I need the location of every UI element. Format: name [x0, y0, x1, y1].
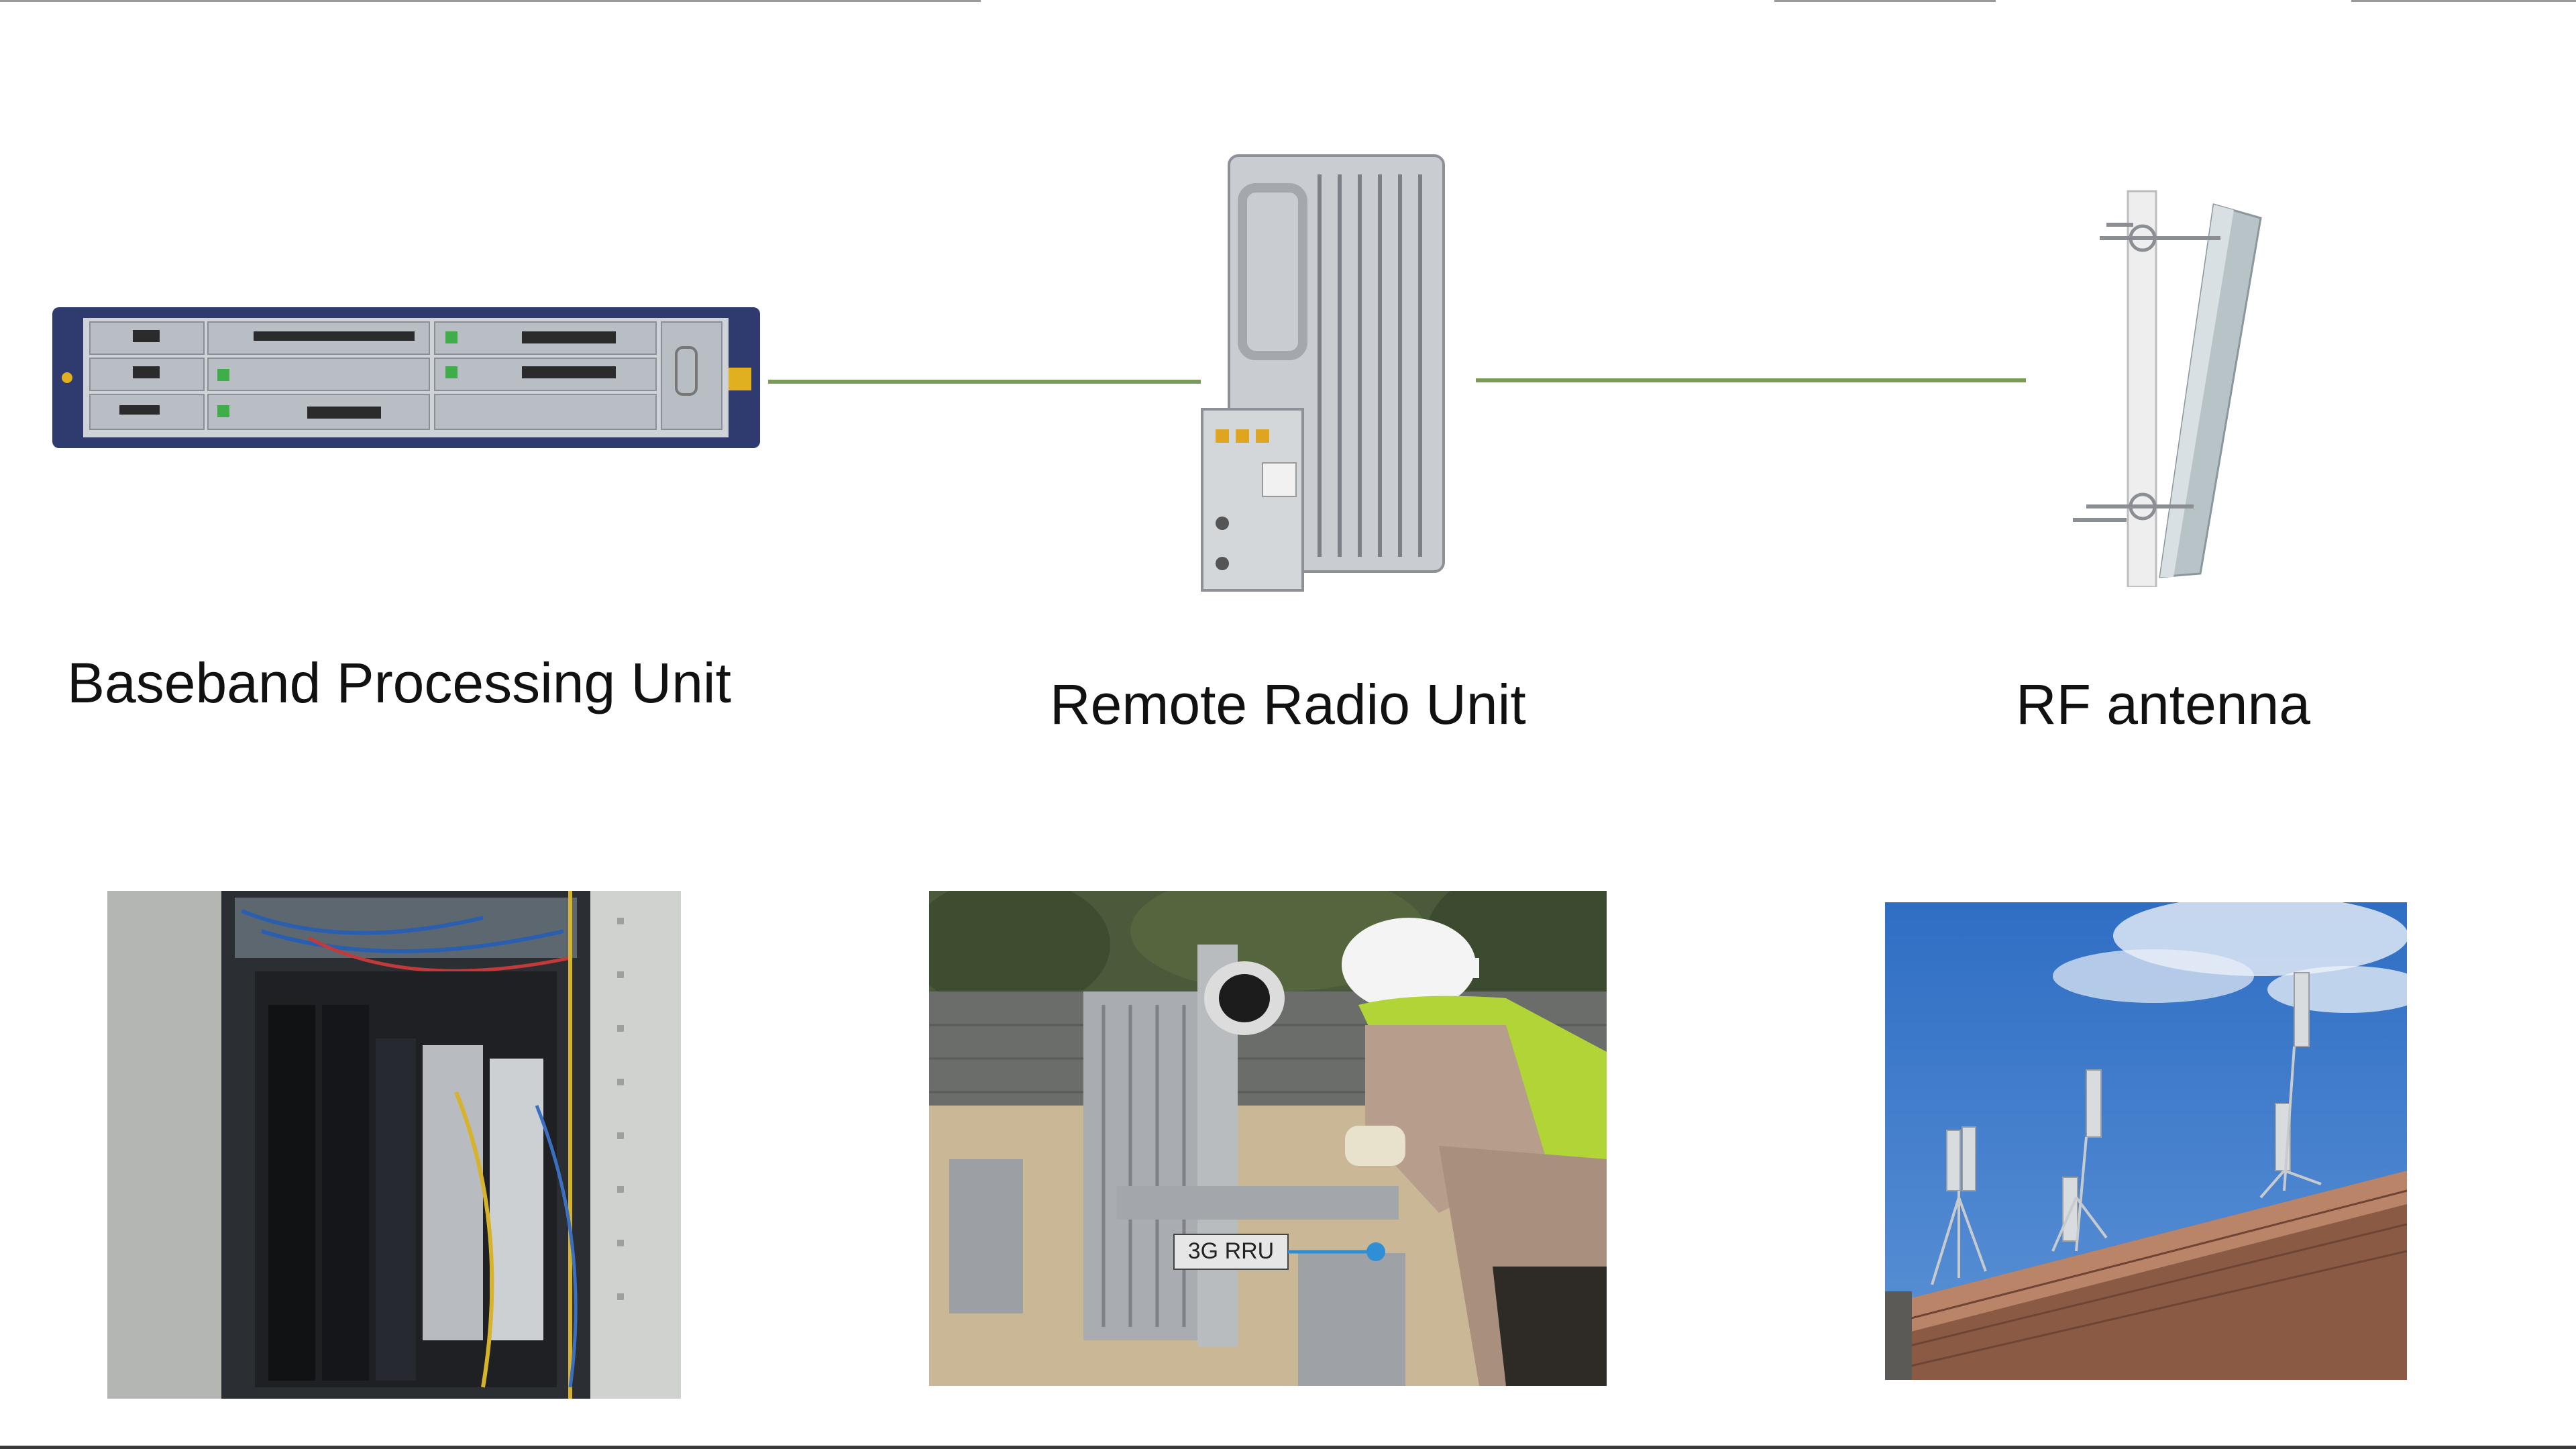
- rru-install-photo: 3G RRU: [929, 891, 1607, 1386]
- bbu-rru-connector: [768, 380, 1201, 384]
- rru-photo-tag: 3G RRU: [1188, 1238, 1274, 1264]
- bbu-label: Baseband Processing Unit: [67, 651, 731, 714]
- antenna-label: RF antenna: [2016, 673, 2310, 736]
- bottom-rule: [0, 1446, 2576, 1449]
- rru-device-image: [1195, 148, 1460, 597]
- rru-antenna-connector: [1476, 378, 2026, 382]
- bbu-cabinet-photo: [107, 891, 681, 1399]
- bbu-device-image: [52, 307, 760, 448]
- top-rule-right: [2351, 0, 2576, 2]
- rru-label: Remote Radio Unit: [1050, 673, 1526, 736]
- antenna-device-image: [2059, 184, 2301, 587]
- top-rule-left: [0, 0, 981, 2]
- top-rule-mid: [1774, 0, 1996, 2]
- rooftop-antenna-photo: [1885, 902, 2407, 1380]
